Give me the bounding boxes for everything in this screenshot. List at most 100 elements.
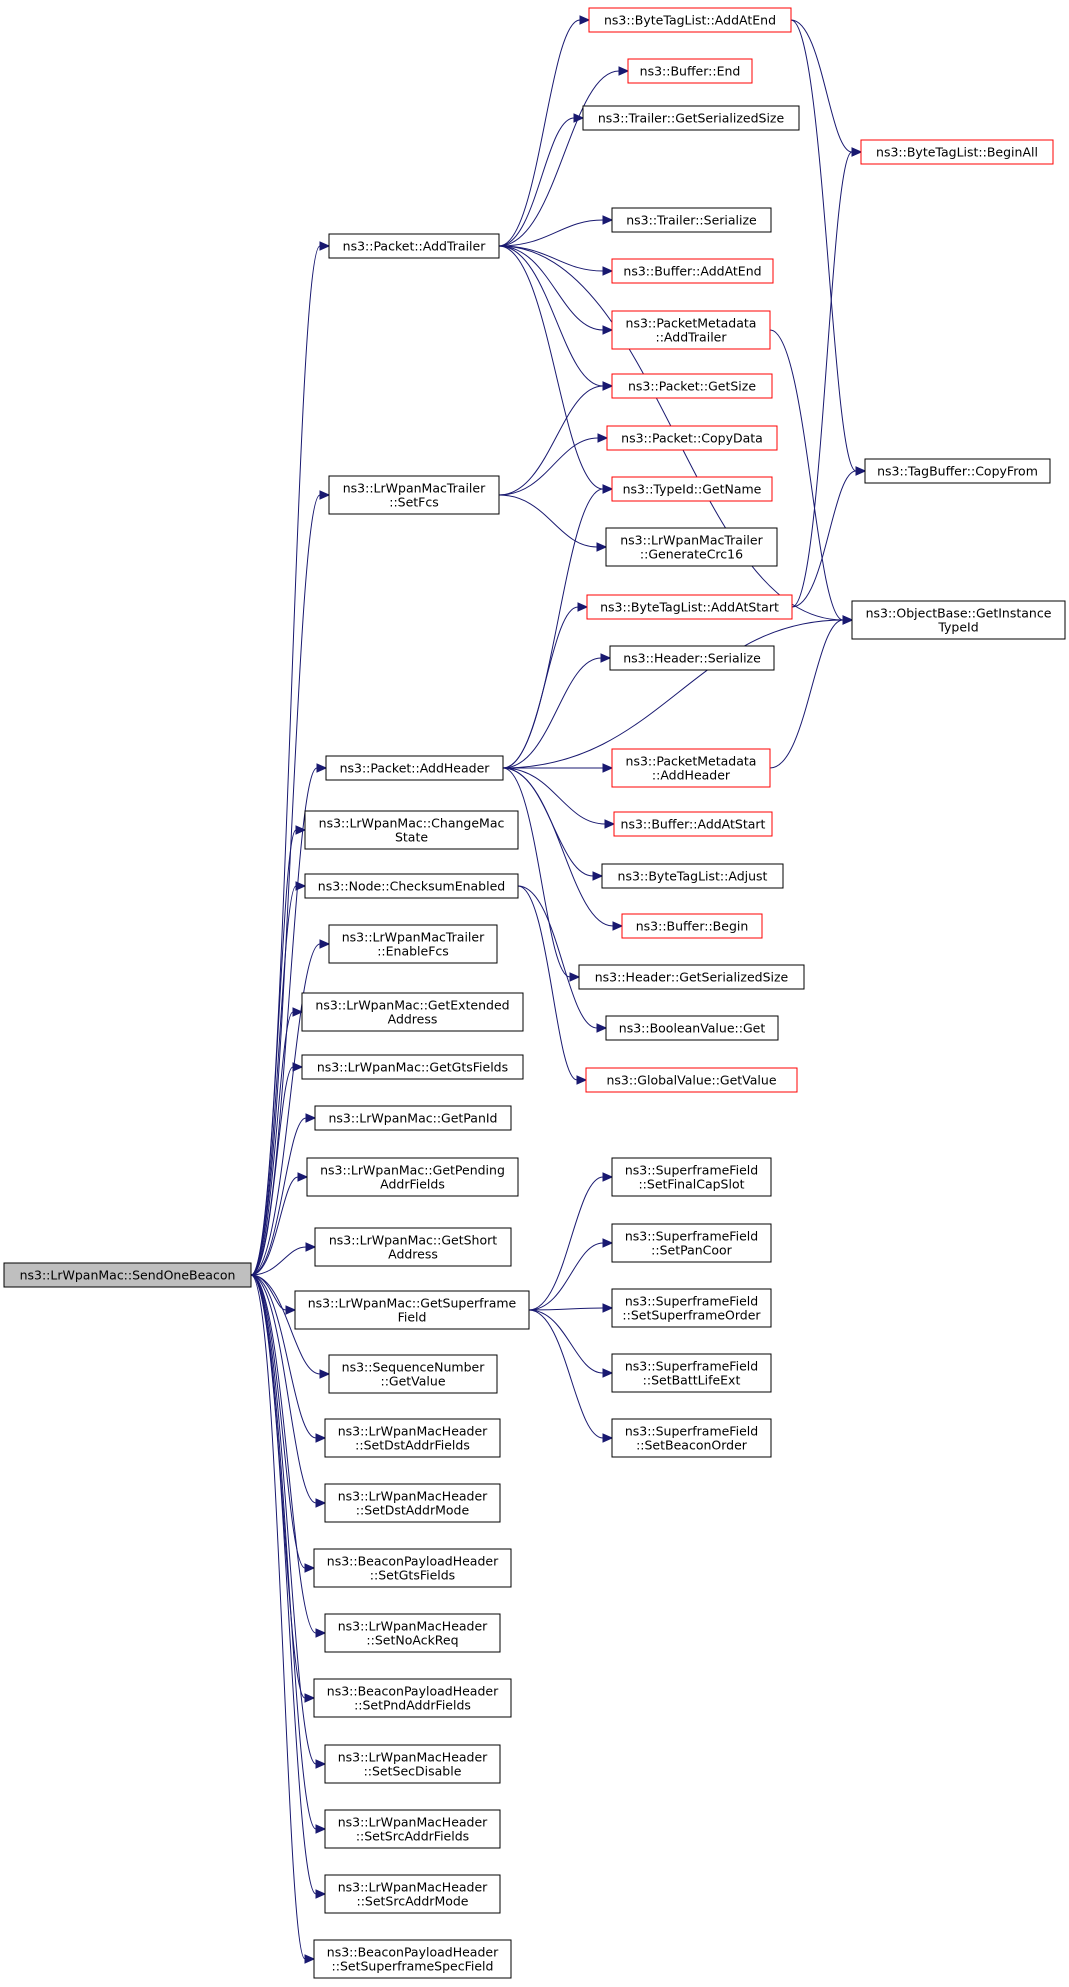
node-box xyxy=(304,873,519,899)
node-label: ns3::ByteTagList::AddAtEnd xyxy=(604,13,776,28)
node-box xyxy=(306,1157,519,1197)
node-node-checksum-enabled[interactable]: ns3::Node::ChecksumEnabled xyxy=(304,873,519,899)
node-buffer-begin[interactable]: ns3::Buffer::Begin xyxy=(621,913,763,939)
node-label: ::SetDstAddrMode xyxy=(356,1503,470,1518)
node-sequence-number-get-value[interactable]: ns3::SequenceNumber::GetValue xyxy=(328,1354,498,1394)
call-edge-lr-wpan-mac-get-superframe-field-to-superframe-field-set-final-cap-slot xyxy=(528,1172,614,1311)
node-packet-add-header[interactable]: ns3::Packet::AddHeader xyxy=(325,755,504,781)
arrowhead-icon xyxy=(304,1563,316,1573)
node-superframe-field-set-batt-life-ext[interactable]: ns3::SuperframeField::SetBattLifeExt xyxy=(611,1353,772,1393)
node-box xyxy=(588,7,792,33)
node-buffer-add-at-start[interactable]: ns3::Buffer::AddAtStart xyxy=(613,811,773,837)
node-label: ns3::LrWpanMacHeader xyxy=(338,1815,488,1830)
arrowhead-icon xyxy=(319,490,331,500)
node-lr-wpan-mac-header-set-src-addr-mode[interactable]: ns3::LrWpanMacHeader::SetSrcAddrMode xyxy=(324,1874,501,1914)
node-lr-wpan-mac-header-set-src-addr-fields[interactable]: ns3::LrWpanMacHeader::SetSrcAddrFields xyxy=(324,1809,501,1849)
node-box xyxy=(294,1290,530,1330)
arrowhead-icon xyxy=(315,1824,327,1834)
node-box xyxy=(611,207,772,233)
node-lr-wpan-mac-get-pan-id[interactable]: ns3::LrWpanMac::GetPanId xyxy=(314,1105,512,1131)
node-lr-wpan-mac-header-set-dst-addr-mode[interactable]: ns3::LrWpanMacHeader::SetDstAddrMode xyxy=(324,1483,501,1523)
node-label: ns3::BooleanValue::Get xyxy=(619,1021,766,1036)
node-lr-wpan-mac-trailer-enable-fcs[interactable]: ns3::LrWpanMacTrailer::EnableFcs xyxy=(328,924,498,964)
call-edge-packet-add-header-to-buffer-add-at-start xyxy=(502,767,616,829)
node-superframe-field-set-final-cap-slot[interactable]: ns3::SuperframeField::SetFinalCapSlot xyxy=(611,1157,772,1197)
node-superframe-field-set-beacon-order[interactable]: ns3::SuperframeField::SetBeaconOrder xyxy=(611,1418,772,1458)
node-label: ::SetSuperframeSpecField xyxy=(332,1959,494,1974)
node-label: ns3::ByteTagList::AddAtStart xyxy=(600,600,779,615)
call-edge-lr-wpan-mac-get-superframe-field-to-superframe-field-set-batt-life-ext xyxy=(528,1309,614,1378)
call-edge-node-checksum-enabled-to-global-value-get-value xyxy=(517,885,588,1085)
call-edge-lr-wpan-mac-send-one-beacon-to-node-checksum-enabled xyxy=(250,881,307,1276)
node-superframe-field-set-superframe-order[interactable]: ns3::SuperframeField::SetSuperframeOrder xyxy=(611,1288,772,1328)
node-packet-add-trailer[interactable]: ns3::Packet::AddTrailer xyxy=(328,233,500,259)
node-box xyxy=(324,1613,501,1653)
node-buffer-add-at-end[interactable]: ns3::Buffer::AddAtEnd xyxy=(611,258,774,284)
node-tag-buffer-copy-from[interactable]: ns3::TagBuffer::CopyFrom xyxy=(864,458,1051,484)
node-label: ns3::TypeId::GetName xyxy=(623,482,762,497)
node-header-serialize[interactable]: ns3::Header::Serialize xyxy=(609,645,775,671)
call-edge-lr-wpan-mac-send-one-beacon-to-lr-wpan-mac-get-short-address xyxy=(250,1242,317,1276)
node-header-get-serialized-size[interactable]: ns3::Header::GetSerializedSize xyxy=(578,964,805,990)
call-edge-lr-wpan-mac-send-one-beacon-to-lr-wpan-mac-header-set-src-addr-fields xyxy=(250,1274,327,1834)
node-label: ns3::SequenceNumber xyxy=(342,1360,486,1375)
node-label: ::SetDstAddrFields xyxy=(355,1438,470,1453)
node-lr-wpan-mac-header-set-dst-addr-fields[interactable]: ns3::LrWpanMacHeader::SetDstAddrFields xyxy=(324,1418,501,1458)
node-lr-wpan-mac-trailer-set-fcs[interactable]: ns3::LrWpanMacTrailer::SetFcs xyxy=(328,475,500,515)
node-packet-copy-data[interactable]: ns3::Packet::CopyData xyxy=(606,425,778,451)
arrowhead-icon xyxy=(602,1368,614,1378)
arrowhead-icon xyxy=(851,147,863,157)
node-byte-tag-list-adjust[interactable]: ns3::ByteTagList::Adjust xyxy=(601,863,784,889)
node-packet-metadata-add-header[interactable]: ns3::PacketMetadata::AddHeader xyxy=(611,748,771,788)
arrowhead-icon xyxy=(576,1075,588,1085)
node-beacon-payload-header-set-pnd-addr-fields[interactable]: ns3::BeaconPayloadHeader::SetPndAddrFiel… xyxy=(313,1678,512,1718)
arrowhead-icon xyxy=(596,1023,608,1033)
node-lr-wpan-mac-get-gts-fields[interactable]: ns3::LrWpanMac::GetGtsFields xyxy=(301,1054,524,1080)
node-byte-tag-list-begin-all[interactable]: ns3::ByteTagList::BeginAll xyxy=(860,139,1054,165)
arrowhead-icon xyxy=(292,1007,304,1017)
node-label: ns3::Buffer::End xyxy=(640,64,741,79)
node-label: ns3::SuperframeField xyxy=(625,1294,758,1309)
node-box xyxy=(611,258,774,284)
node-beacon-payload-header-set-superframe-spec-field[interactable]: ns3::BeaconPayloadHeader::SetSuperframeS… xyxy=(313,1939,512,1979)
call-edge-lr-wpan-mac-trailer-set-fcs-to-lr-wpan-mac-trailer-generate-crc16 xyxy=(498,494,608,552)
node-byte-tag-list-add-at-end[interactable]: ns3::ByteTagList::AddAtEnd xyxy=(588,7,792,33)
call-edge-packet-add-trailer-to-packet-get-size xyxy=(498,245,614,391)
node-lr-wpan-mac-trailer-generate-crc16[interactable]: ns3::LrWpanMacTrailer::GenerateCrc16 xyxy=(605,527,778,567)
node-beacon-payload-header-set-gts-fields[interactable]: ns3::BeaconPayloadHeader::SetGtsFields xyxy=(313,1548,512,1588)
node-box xyxy=(621,913,763,939)
arrowhead-icon xyxy=(315,1759,327,1769)
node-global-value-get-value[interactable]: ns3::GlobalValue::GetValue xyxy=(585,1067,798,1093)
node-packet-get-size[interactable]: ns3::Packet::GetSize xyxy=(611,373,773,399)
node-label: ::SetPndAddrFields xyxy=(354,1698,471,1713)
node-packet-metadata-add-trailer[interactable]: ns3::PacketMetadata::AddTrailer xyxy=(611,310,771,350)
node-superframe-field-set-pan-coor[interactable]: ns3::SuperframeField::SetPanCoor xyxy=(611,1223,772,1263)
node-label: ns3::Node::ChecksumEnabled xyxy=(318,879,505,894)
node-label: ns3::Buffer::AddAtStart xyxy=(621,817,766,832)
node-trailer-serialize[interactable]: ns3::Trailer::Serialize xyxy=(611,207,772,233)
node-label: ns3::Header::GetSerializedSize xyxy=(595,970,789,985)
node-box xyxy=(611,1223,772,1263)
node-lr-wpan-mac-header-set-no-ack-req[interactable]: ns3::LrWpanMacHeader::SetNoAckReq xyxy=(324,1613,501,1653)
node-trailer-get-serialized-size[interactable]: ns3::Trailer::GetSerializedSize xyxy=(582,105,800,131)
arrowhead-icon xyxy=(602,266,614,276)
node-boolean-value-get[interactable]: ns3::BooleanValue::Get xyxy=(605,1015,779,1041)
node-label: Address xyxy=(388,1247,438,1262)
node-lr-wpan-mac-header-set-sec-disable[interactable]: ns3::LrWpanMacHeader::SetSecDisable xyxy=(324,1744,501,1784)
node-byte-tag-list-add-at-start[interactable]: ns3::ByteTagList::AddAtStart xyxy=(586,594,793,620)
call-edge-lr-wpan-mac-send-one-beacon-to-lr-wpan-mac-trailer-enable-fcs xyxy=(250,939,331,1276)
call-edge-packet-add-header-to-packet-metadata-add-header xyxy=(502,763,614,773)
node-label: ns3::GlobalValue::GetValue xyxy=(606,1073,776,1088)
node-box xyxy=(586,594,793,620)
node-buffer-end[interactable]: ns3::Buffer::End xyxy=(627,58,753,84)
call-edge-packet-add-header-to-header-serialize xyxy=(502,653,612,769)
node-box xyxy=(611,1288,772,1328)
node-type-id-get-name[interactable]: ns3::TypeId::GetName xyxy=(611,476,773,502)
arrowhead-icon xyxy=(579,15,591,25)
